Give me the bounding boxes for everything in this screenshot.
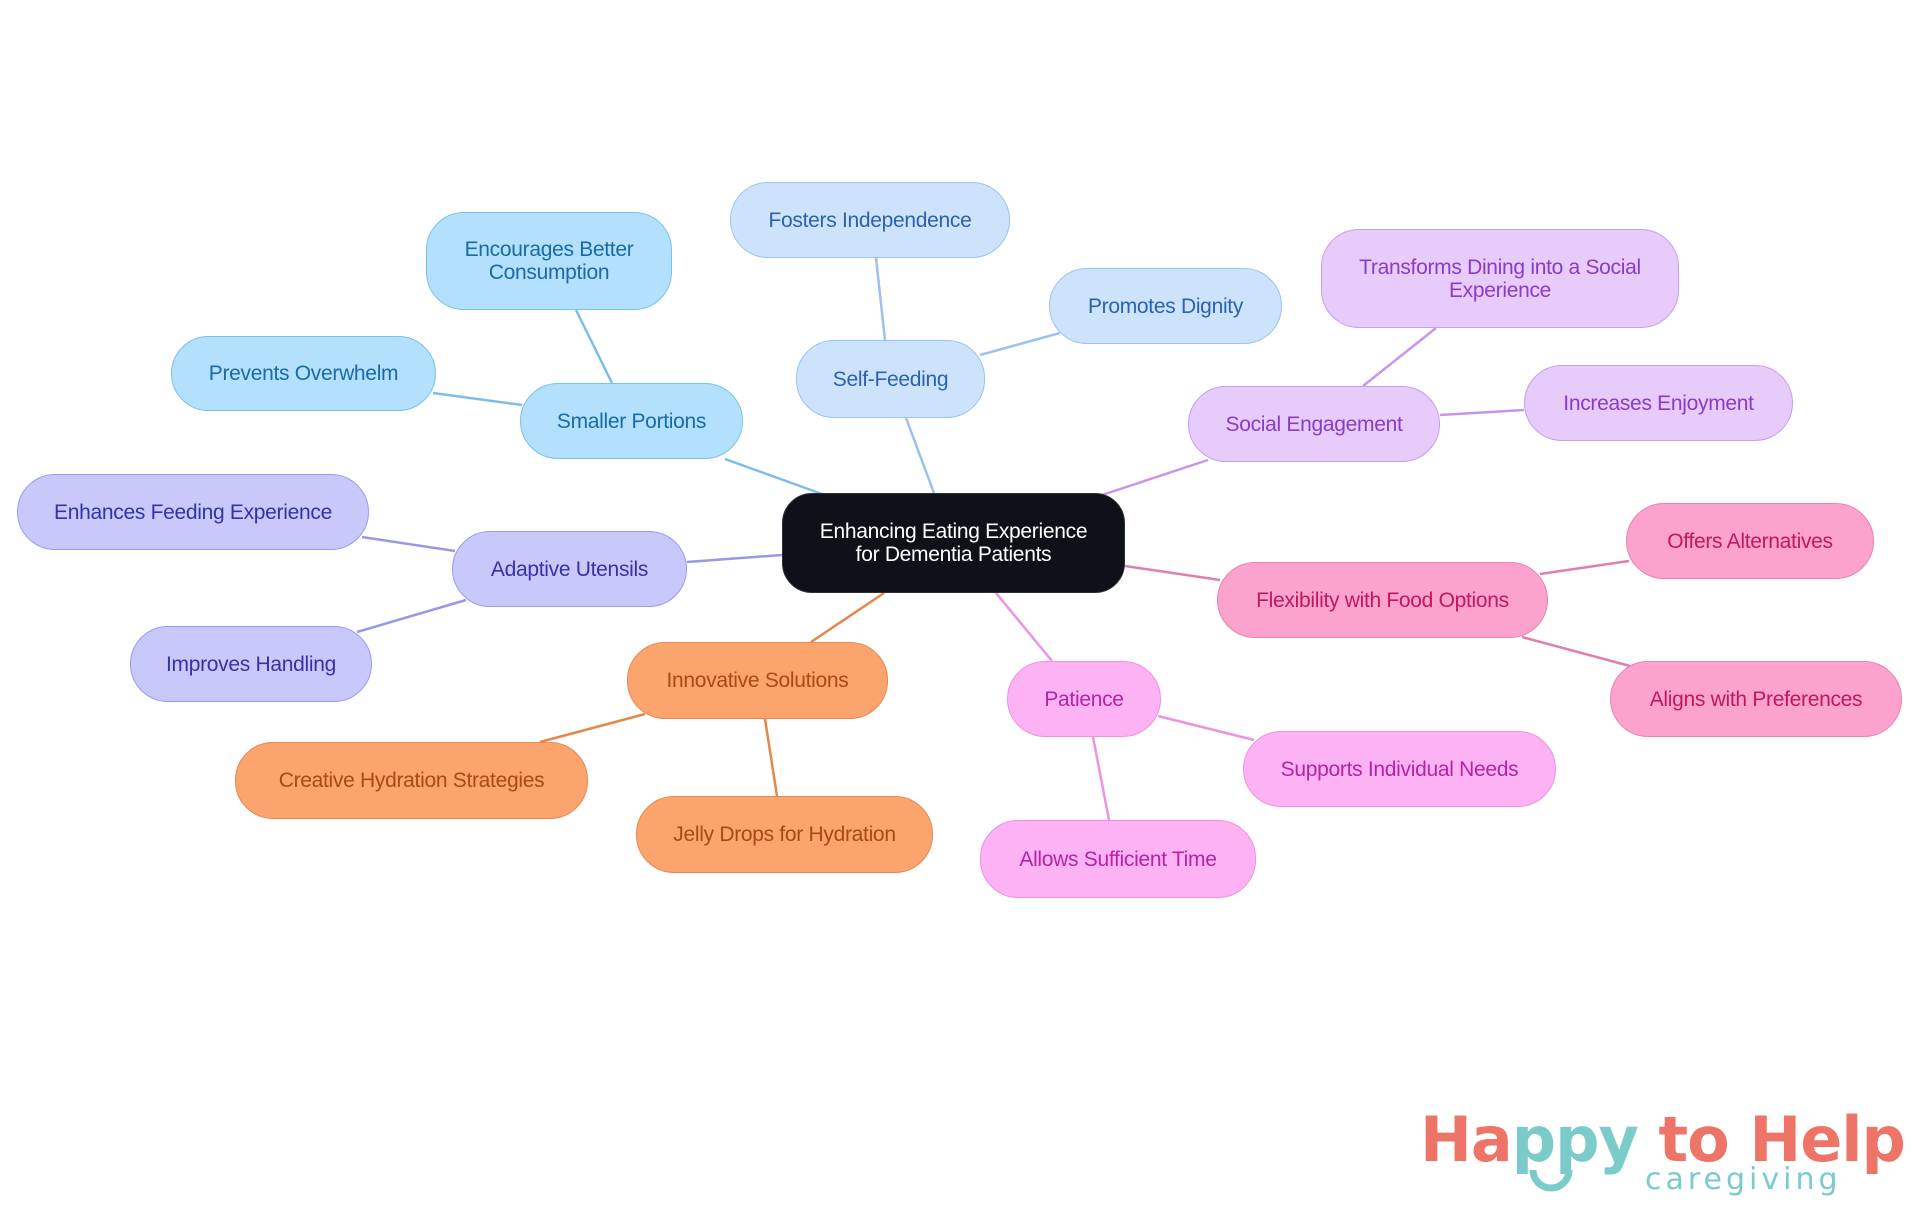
- edge-root-flexibility: [1124, 564, 1221, 582]
- root-node-line1: Enhancing Eating Experience: [819, 520, 1088, 543]
- node-offers-alternatives[interactable]: Offers Alternatives: [1626, 503, 1874, 579]
- smile-icon: [1529, 1169, 1573, 1192]
- node-label-line2: Experience: [1448, 278, 1552, 302]
- node-prevents-overwhelm[interactable]: Prevents Overwhelm: [171, 336, 436, 411]
- node-smaller-portions[interactable]: Smaller Portions: [520, 383, 743, 459]
- node-label: Improves Handling: [166, 652, 336, 676]
- node-label: Aligns with Preferences: [1649, 687, 1863, 711]
- edge-flexibility-offers: [1539, 559, 1630, 576]
- node-encourages-better-consumption[interactable]: Encourages Better Consumption: [426, 212, 672, 310]
- node-label-line1: Encourages Better: [464, 238, 634, 261]
- edge-social-transforms: [1362, 327, 1437, 387]
- root-node-line2: for Dementia Patients: [855, 543, 1052, 566]
- node-jelly-drops[interactable]: Jelly Drops for Hydration: [636, 796, 933, 873]
- node-patience[interactable]: Patience: [1007, 661, 1161, 737]
- node-label: Social Engagement: [1225, 412, 1403, 436]
- node-label: Flexibility with Food Options: [1256, 588, 1509, 612]
- logo-wordmark: Happy to Help: [1420, 1103, 1906, 1176]
- logo-text-ha: Ha: [1420, 1103, 1513, 1176]
- node-label: Innovative Solutions: [666, 669, 849, 692]
- node-label: Jelly Drops for Hydration: [673, 823, 896, 846]
- node-transforms-dining[interactable]: Transforms Dining into a Social Experien…: [1321, 229, 1679, 328]
- node-aligns-preferences[interactable]: Aligns with Preferences: [1610, 661, 1902, 737]
- node-label: Self-Feeding: [832, 367, 949, 391]
- edge-root-innovative: [810, 591, 885, 644]
- node-label: Increases Enjoyment: [1563, 391, 1754, 415]
- edge-root-adaptive: [686, 553, 783, 564]
- node-label: Enhances Feeding Experience: [54, 500, 332, 524]
- node-adaptive-utensils[interactable]: Adaptive Utensils: [452, 531, 687, 607]
- edge-adaptive-improves: [356, 598, 467, 634]
- edge-root-smaller-portions: [724, 457, 823, 496]
- node-flexibility-food-options[interactable]: Flexibility with Food Options: [1217, 562, 1548, 638]
- node-increases-enjoyment[interactable]: Increases Enjoyment: [1524, 365, 1793, 441]
- node-innovative-solutions[interactable]: Innovative Solutions: [627, 642, 888, 719]
- node-allows-sufficient-time[interactable]: Allows Sufficient Time: [980, 820, 1256, 898]
- edge-root-social: [1101, 458, 1209, 497]
- node-label: Fosters Independence: [768, 208, 972, 232]
- brand-logo: Happy to Help caregiving: [1420, 1105, 1906, 1205]
- node-label: Adaptive Utensils: [490, 557, 649, 581]
- root-node[interactable]: Enhancing Eating Experience for Dementia…: [782, 493, 1125, 593]
- node-self-feeding[interactable]: Self-Feeding: [796, 340, 985, 418]
- node-label: Creative Hydration Strategies: [278, 769, 545, 792]
- node-improves-handling[interactable]: Improves Handling: [130, 626, 372, 702]
- node-label: Supports Individual Needs: [1280, 757, 1519, 781]
- edge-smaller-portions-prevents: [432, 391, 523, 407]
- node-social-engagement[interactable]: Social Engagement: [1188, 386, 1440, 462]
- node-label: Allows Sufficient Time: [1019, 847, 1217, 871]
- edge-root-self-feeding: [904, 417, 936, 494]
- node-label: Prevents Overwhelm: [208, 362, 399, 385]
- edge-innovative-jelly: [763, 718, 779, 797]
- edge-social-increases: [1439, 408, 1525, 417]
- logo-text-to-help: to Help: [1637, 1103, 1906, 1176]
- logo-tagline: caregiving: [1645, 1162, 1842, 1197]
- edge-smaller-portions-encourages: [574, 309, 614, 384]
- node-fosters-independence[interactable]: Fosters Independence: [730, 182, 1010, 258]
- node-label: Offers Alternatives: [1667, 529, 1833, 553]
- node-label-line2: Consumption: [488, 261, 610, 284]
- node-label-line1: Transforms Dining into a Social: [1359, 255, 1641, 279]
- node-creative-hydration[interactable]: Creative Hydration Strategies: [235, 742, 588, 819]
- edge-innovative-creative: [539, 712, 646, 744]
- node-label: Smaller Portions: [556, 409, 707, 433]
- node-supports-individual-needs[interactable]: Supports Individual Needs: [1243, 731, 1556, 807]
- node-label: Patience: [1044, 687, 1124, 711]
- edge-patience-allows: [1091, 736, 1111, 821]
- edge-flexibility-aligns: [1521, 635, 1631, 668]
- edge-self-feeding-promotes: [979, 331, 1061, 357]
- edge-patience-supports: [1157, 714, 1255, 742]
- edge-adaptive-enhances: [361, 535, 456, 553]
- node-label: Promotes Dignity: [1087, 294, 1244, 318]
- edge-root-patience: [995, 592, 1053, 662]
- logo-text-ppy: ppy: [1511, 1103, 1639, 1176]
- node-enhances-feeding-experience[interactable]: Enhances Feeding Experience: [17, 474, 369, 550]
- edge-self-feeding-fosters: [874, 257, 887, 341]
- node-promotes-dignity[interactable]: Promotes Dignity: [1049, 268, 1282, 344]
